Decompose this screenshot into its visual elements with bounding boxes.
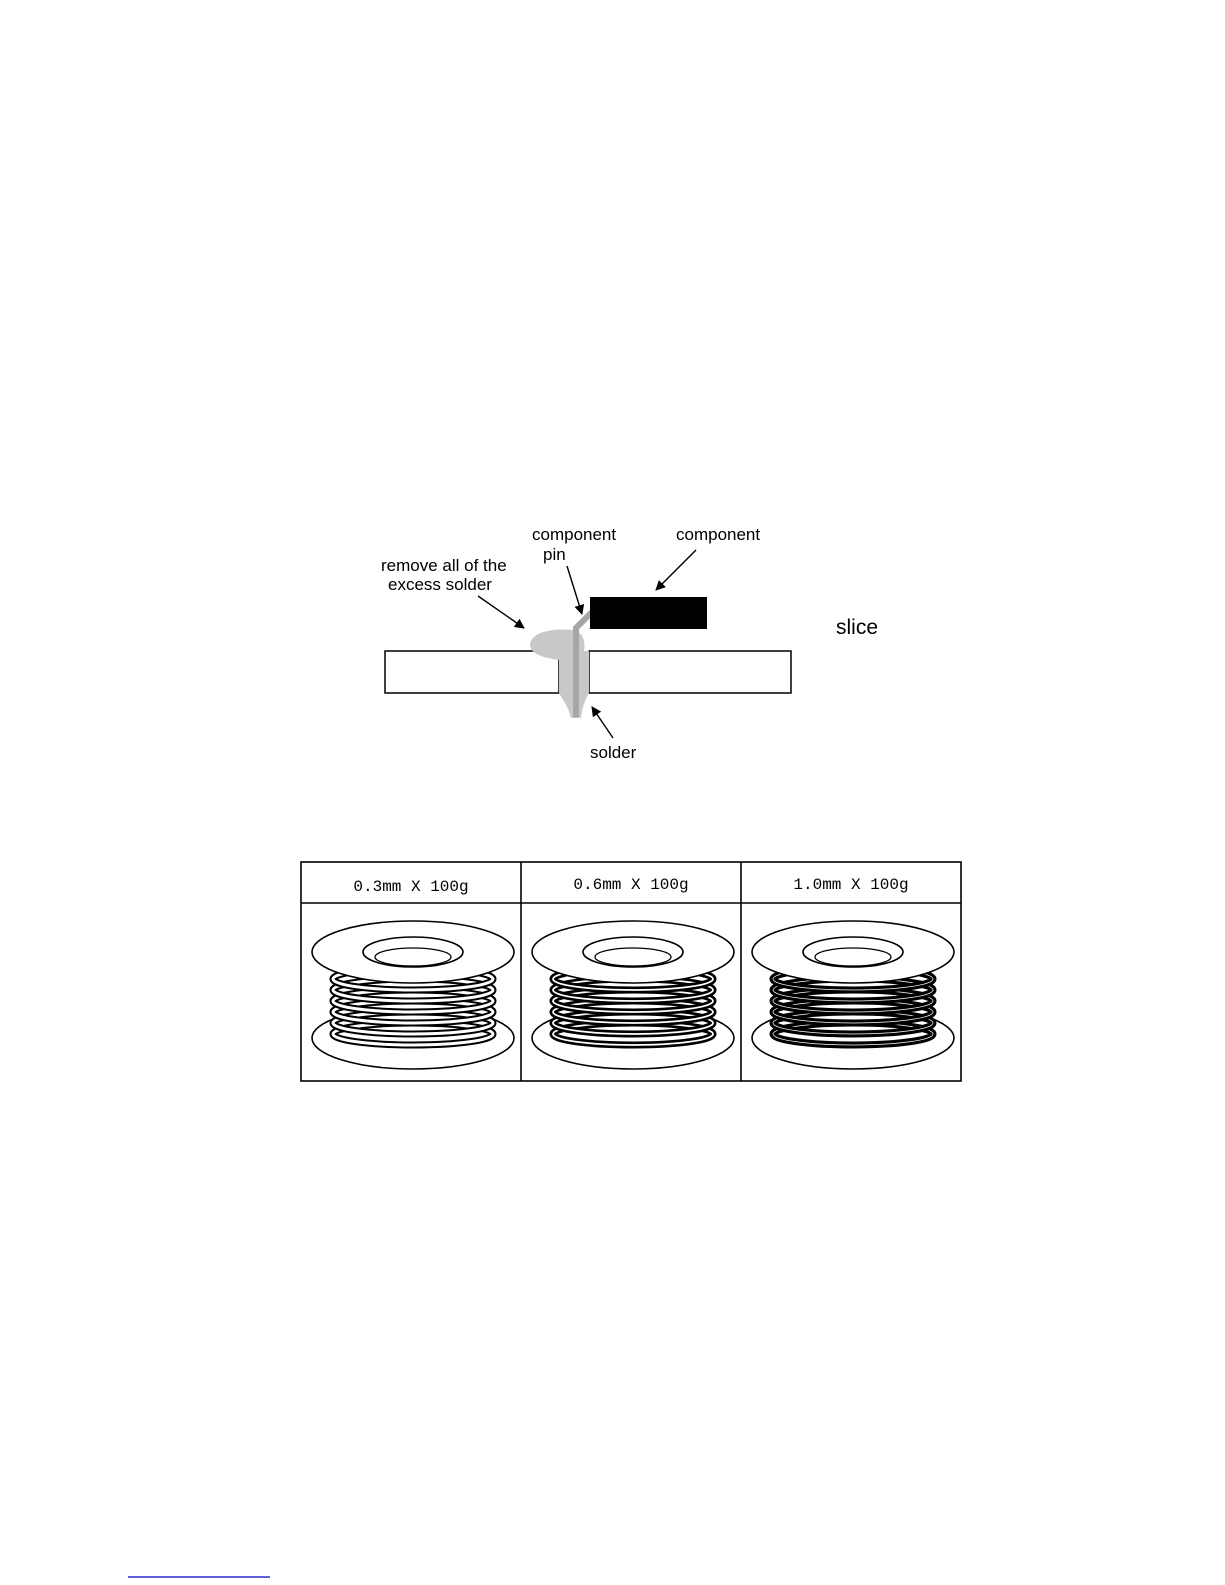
arrow-excess-solder [478,596,524,628]
spool-icon-1 [532,921,734,1069]
spool-icon-2 [752,921,954,1069]
spool-header-2: 1.0mm X 100g [793,876,908,894]
label-remove-line2: excess solder [388,575,492,594]
arrow-component [656,550,696,590]
spool-icon-0 [312,921,514,1069]
solder-cross-section-diagram: component pin component remove all of th… [381,525,878,762]
label-remove-line1: remove all of the [381,556,507,575]
pcb-board-left [385,651,559,693]
pcb-board-right [589,651,791,693]
label-component-pin-line1: component [532,525,616,544]
label-slice: slice [836,616,878,639]
label-component: component [676,525,760,544]
arrow-solder [592,707,613,738]
arrow-component-pin [567,566,582,614]
spool-header-1: 0.6mm X 100g [573,876,688,894]
label-solder: solder [590,743,637,762]
component-body [590,597,707,629]
spool-header-0: 0.3mm X 100g [353,878,468,896]
solder-spool-table: 0.3mm X 100g 0.6mm X 100g 1.0mm X 100g [301,862,961,1081]
label-component-pin-line2: pin [543,545,566,564]
